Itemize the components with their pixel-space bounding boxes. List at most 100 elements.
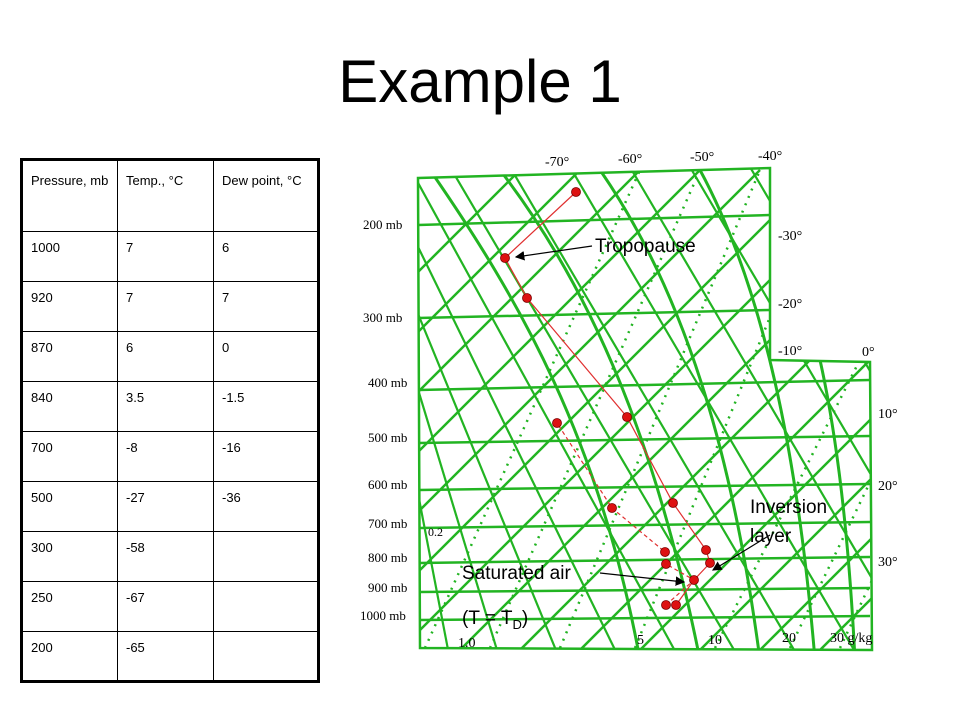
sounding-table: Pressure, mb Temp., °C Dew point, °C 100… [20, 158, 320, 683]
tropopause-label: Tropopause [595, 236, 696, 257]
tropopause-arrow [514, 245, 593, 261]
temperature-point [668, 498, 678, 508]
equation-text: (T = T [462, 608, 513, 629]
temperature-labels-right: -30° -20° -10° 0° 10° 20° 30° [778, 229, 898, 570]
temperature-point [500, 253, 510, 263]
table-row: 700-8-16 [21, 431, 319, 482]
cell-pressure: 700 [21, 431, 118, 482]
cell-pressure: 840 [21, 381, 118, 432]
temp-label: 0° [862, 345, 875, 360]
temperature-point [522, 293, 532, 303]
temperature-labels-top: -70° -60° -50° -40° [545, 149, 782, 170]
cell-pressure: 1000 [21, 231, 118, 282]
temp-label: 20° [878, 479, 898, 494]
mixing-ratio-lines [423, 169, 872, 649]
cell-temp: 7 [117, 281, 214, 332]
dewpoint-point [607, 503, 617, 513]
temperature-point [622, 412, 632, 422]
temperature-point [705, 558, 715, 568]
equation-subscript: D [513, 617, 522, 632]
table-header-row: Pressure, mb Temp., °C Dew point, °C [21, 159, 319, 232]
cell-dewpoint: 7 [213, 281, 319, 332]
temperature-point [571, 187, 581, 197]
cell-temp: 7 [117, 231, 214, 282]
pressure-label: 700 mb [368, 516, 407, 531]
cell-dewpoint: -16 [213, 431, 319, 482]
temp-label: -20° [778, 297, 802, 312]
pressure-label: 300 mb [363, 310, 402, 325]
table-row: 250-67 [21, 581, 319, 632]
table-row: 200-65 [21, 631, 319, 682]
cell-pressure: 250 [21, 581, 118, 632]
dewpoint-profile-line [556, 422, 696, 606]
cell-temp: 6 [117, 331, 214, 382]
cell-dewpoint: -36 [213, 481, 319, 532]
cell-pressure: 870 [21, 331, 118, 382]
cell-dewpoint: 0 [213, 331, 319, 382]
header-dewpoint: Dew point, °C [213, 159, 319, 232]
temp-label: -50° [690, 150, 714, 165]
inversion-label: layer [750, 526, 792, 547]
dewpoint-point [552, 418, 562, 428]
table-row: 500-27-36 [21, 481, 319, 532]
temp-label: -70° [545, 155, 569, 170]
dewpoint-point [661, 600, 671, 610]
temperature-point [671, 600, 681, 610]
mixing-ratio-label: 30 g/kg [830, 631, 872, 646]
skew-t-diagram: 200 mb 300 mb 400 mb 500 mb 600 mb 700 m… [360, 149, 898, 652]
temperature-point [689, 575, 699, 585]
cell-temp: -58 [117, 531, 214, 582]
diagram-border [416, 166, 874, 652]
mixing-ratio-label: 1.0 [458, 636, 476, 651]
cell-dewpoint [213, 631, 319, 682]
pressure-label: 1000 mb [360, 608, 406, 623]
temp-label: -30° [778, 229, 802, 244]
header-pressure: Pressure, mb [21, 159, 118, 232]
temp-label: -10° [778, 344, 802, 359]
pressure-label: 800 mb [368, 550, 407, 565]
cell-pressure: 200 [21, 631, 118, 682]
mixing-ratio-label: 10 [708, 633, 722, 648]
cell-pressure: 300 [21, 531, 118, 582]
temperature-point [701, 545, 711, 555]
equation-label: (T = TD) [462, 608, 528, 632]
cell-dewpoint [213, 581, 319, 632]
pressure-label: 200 mb [363, 217, 402, 232]
header-temp: Temp., °C [117, 159, 214, 232]
temp-label: 30° [878, 555, 898, 570]
pressure-label: 600 mb [368, 477, 407, 492]
pressure-label: 400 mb [368, 375, 407, 390]
equation-close: ) [522, 608, 528, 629]
cell-pressure: 500 [21, 481, 118, 532]
cell-temp: 3.5 [117, 381, 214, 432]
mixing-ratio-label: 5 [637, 633, 644, 648]
dewpoint-point [660, 547, 670, 557]
pressure-labels: 200 mb 300 mb 400 mb 500 mb 600 mb 700 m… [360, 217, 407, 623]
annotations: Tropopause Inversion layer Saturated air… [462, 236, 827, 632]
cell-pressure: 920 [21, 281, 118, 332]
mixing-ratio-label: 0.2 [428, 525, 443, 539]
temp-label: 10° [878, 407, 898, 422]
saturated-arrow [599, 572, 686, 586]
cell-temp: -65 [117, 631, 214, 682]
cell-dewpoint: -1.5 [213, 381, 319, 432]
inversion-label: Inversion [750, 497, 827, 518]
temp-label: -40° [758, 149, 782, 164]
cell-temp: -27 [117, 481, 214, 532]
cell-temp: -8 [117, 431, 214, 482]
table-row: 300-58 [21, 531, 319, 582]
temp-label: -60° [618, 152, 642, 167]
pressure-label: 900 mb [368, 580, 407, 595]
pressure-label: 500 mb [368, 430, 407, 445]
sounding-markers [500, 187, 715, 610]
isobar-lines [418, 213, 871, 622]
inversion-arrow [711, 534, 771, 571]
mixing-ratio-labels: 0.2 1.0 5 10 20 30 g/kg [428, 525, 872, 651]
cell-temp: -67 [117, 581, 214, 632]
page-title: Example 1 [338, 48, 622, 115]
saturated-air-label: Saturated air [462, 563, 571, 584]
